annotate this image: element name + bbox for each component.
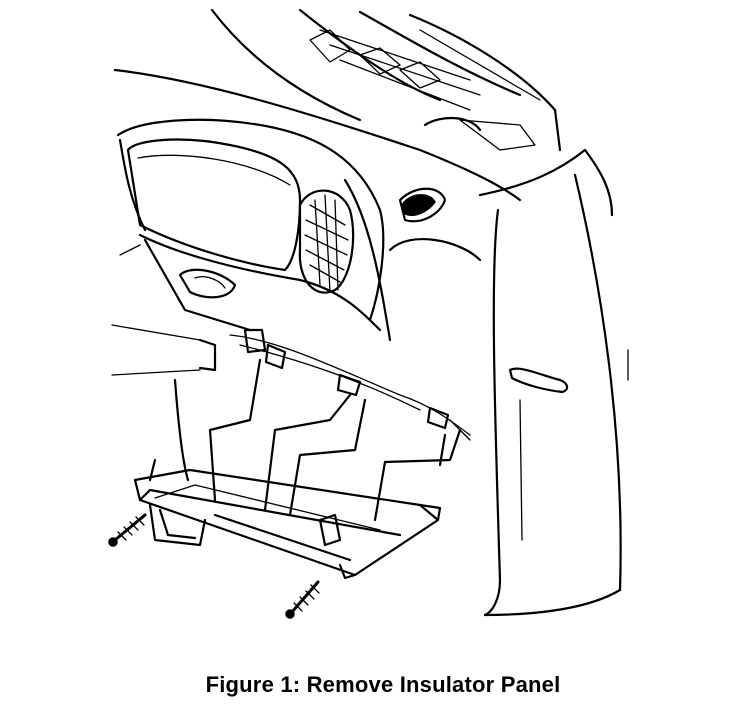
screw-icon <box>285 580 320 619</box>
instrument-panel <box>113 68 522 342</box>
insulator-panel <box>133 468 442 580</box>
dashboard-top <box>210 8 562 152</box>
screw-icon <box>108 513 147 547</box>
wire-harness <box>229 328 471 441</box>
insulator-panel-removal-illustration <box>108 8 629 619</box>
fastener-leader-lines <box>148 358 462 522</box>
side-panel <box>478 148 629 617</box>
figure-caption: Figure 1: Remove Insulator Panel <box>0 672 752 698</box>
lower-dash-panel <box>111 233 382 376</box>
figure-caption-text: Figure 1: Remove Insulator Panel <box>205 672 561 697</box>
